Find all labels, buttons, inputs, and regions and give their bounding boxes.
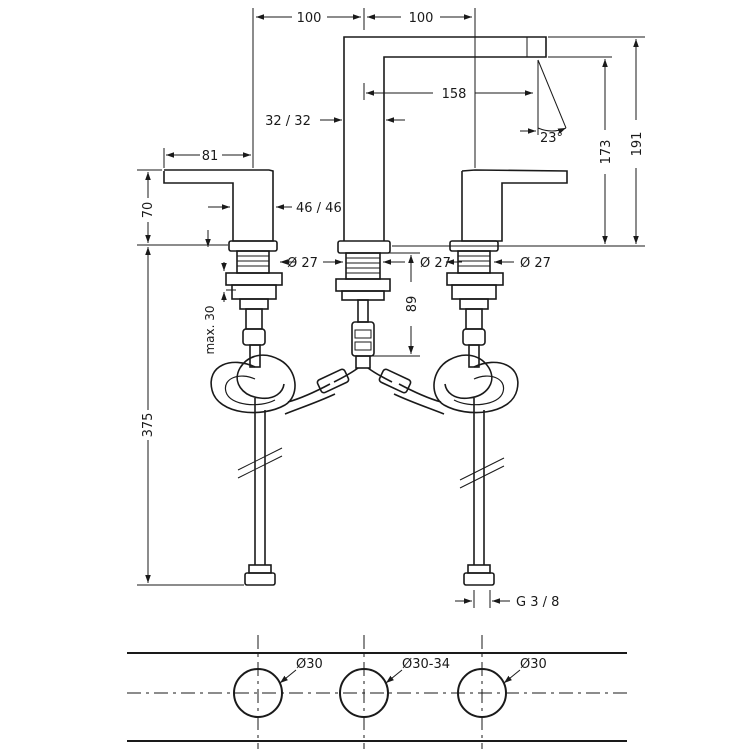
cutout-hole-left: [233, 668, 283, 718]
dimension-labels: 100 100 158 32 / 32 81 70 46 / 46 Ø 27 Ø…: [141, 11, 645, 672]
cutout-hole-center: [339, 668, 389, 718]
right-handle-valve: [393, 169, 568, 586]
dim-spout-reach: 158: [442, 87, 467, 102]
dimension-lines: [137, 8, 645, 608]
dim-spout-height: 173: [599, 140, 614, 165]
hose-connectors: [316, 367, 412, 394]
dim-handle-width: 46 / 46: [296, 201, 342, 216]
dim-thread-depth: 89: [405, 296, 420, 313]
cutout-label-right: Ø30: [520, 657, 547, 672]
dim-diameter-right: Ø 27: [520, 256, 551, 271]
dim-total-height: 191: [630, 132, 645, 157]
left-handle-valve: [163, 169, 336, 586]
cutout-label-left: Ø30: [296, 657, 323, 672]
dim-connection: G 3 / 8: [516, 595, 559, 610]
cutout-hole-right: [457, 668, 507, 718]
spout: [335, 36, 547, 369]
dim-spout-offset: 32 / 32: [265, 114, 311, 129]
countertop-plan-view: [127, 635, 627, 749]
dim-handle-length: 81: [202, 149, 219, 164]
dim-diameter-center: Ø 27: [420, 256, 451, 271]
dim-spacing-left: 100: [297, 11, 322, 26]
dim-spacing-right: 100: [409, 11, 434, 26]
dim-max-thickness: max. 30: [203, 305, 217, 354]
dim-diameter-left: Ø 27: [287, 256, 318, 271]
dim-hose-length: 375: [141, 413, 156, 438]
cutout-label-center: Ø30-34: [402, 657, 450, 672]
dim-spout-angle: 23°: [540, 131, 563, 146]
dim-handle-height: 70: [141, 202, 156, 219]
